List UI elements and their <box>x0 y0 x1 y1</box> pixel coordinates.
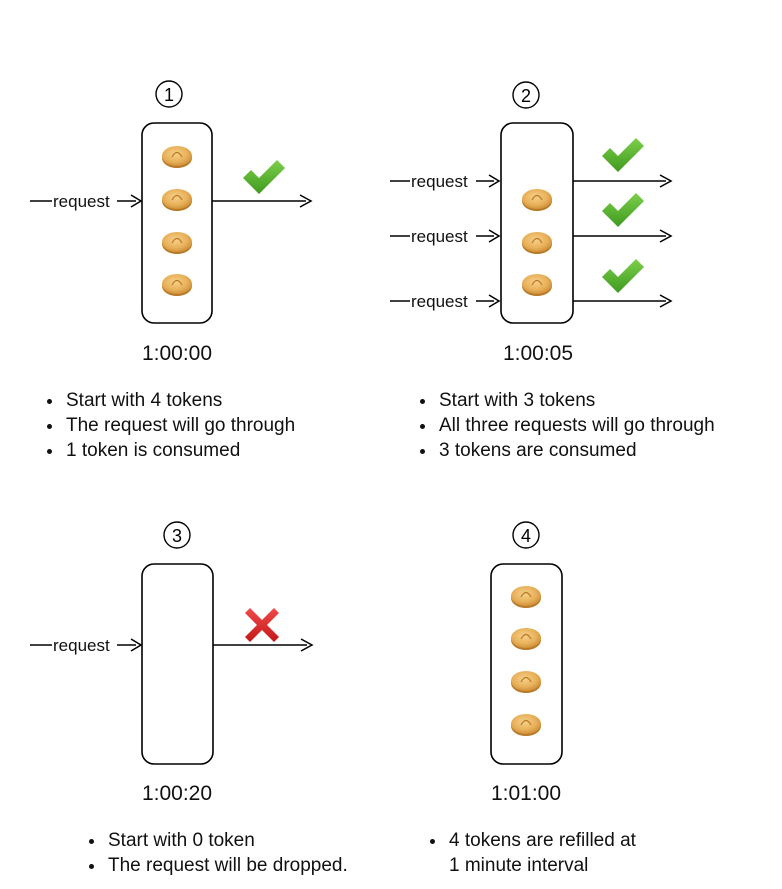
check-icon <box>602 259 644 293</box>
coin-token-icon <box>162 274 192 296</box>
panel-1: 1 request <box>30 80 313 365</box>
note-item: All three requests will go through <box>437 413 715 438</box>
step-badge-2: 2 <box>512 81 540 109</box>
request-label: request <box>53 636 110 655</box>
note-item: The request will be dropped. <box>106 853 348 878</box>
panel-3: 3 request 1:00:20 <box>30 521 314 805</box>
timestamp: 1:01:00 <box>491 782 561 805</box>
coin-token-icon <box>522 232 552 254</box>
note-item: 3 tokens are consumed <box>437 438 715 463</box>
panel-2: 2 request request request <box>390 81 673 365</box>
check-icon <box>243 160 285 194</box>
step-number: 1 <box>164 85 174 105</box>
request-label: request <box>53 192 110 211</box>
coin-token-icon <box>162 189 192 211</box>
step-number: 3 <box>172 526 182 546</box>
timestamp: 1:00:05 <box>503 342 573 365</box>
output-arrow <box>573 174 673 188</box>
coin-token-icon <box>511 714 541 736</box>
note-item: Start with 0 token <box>106 828 348 853</box>
step-badge-4: 4 <box>512 521 540 549</box>
coin-token-icon <box>511 586 541 608</box>
cross-icon <box>245 608 279 642</box>
step-number: 4 <box>521 526 531 546</box>
coin-token-icon <box>511 671 541 693</box>
note-item: Start with 4 tokens <box>64 388 295 413</box>
request-arrow: request <box>390 172 501 191</box>
timestamp: 1:00:00 <box>142 342 212 365</box>
token-stack <box>511 586 541 736</box>
check-icon <box>602 193 644 227</box>
note-item: 4 tokens are refilled at <box>447 828 636 853</box>
request-label: request <box>411 292 468 311</box>
token-bucket <box>141 563 214 765</box>
output-arrow <box>212 194 313 208</box>
output-arrow <box>573 294 673 308</box>
check-icon <box>602 138 644 172</box>
step-badge-3: 3 <box>163 521 191 549</box>
panel-2-notes: Start with 3 tokens All three requests w… <box>413 388 715 463</box>
step-badge-1: 1 <box>155 80 183 108</box>
token-stack <box>522 189 552 296</box>
panel-4-notes: 4 tokens are refilled at 1 minute interv… <box>423 828 636 878</box>
coin-token-icon <box>522 189 552 211</box>
coin-token-icon <box>162 146 192 168</box>
token-stack <box>162 146 192 296</box>
coin-token-icon <box>162 232 192 254</box>
note-item-continuation: 1 minute interval <box>449 855 589 876</box>
timestamp: 1:00:20 <box>142 782 212 805</box>
request-label: request <box>411 172 468 191</box>
token-bucket <box>500 122 574 324</box>
request-arrow: request <box>30 636 143 655</box>
output-arrow <box>213 638 314 652</box>
panel-1-notes: Start with 4 tokens The request will go … <box>40 388 295 463</box>
note-item: 1 token is consumed <box>64 438 295 463</box>
note-item: The request will go through <box>64 413 295 438</box>
request-arrow: request <box>390 292 501 311</box>
coin-token-icon <box>511 628 541 650</box>
request-label: request <box>411 227 468 246</box>
step-number: 2 <box>521 86 531 106</box>
coin-token-icon <box>522 274 552 296</box>
panel-3-notes: Start with 0 token The request will be d… <box>82 828 348 878</box>
output-arrow <box>573 229 673 243</box>
token-bucket <box>141 122 213 324</box>
panel-4: 4 1:01:00 <box>490 521 563 805</box>
request-arrow: request <box>30 192 143 211</box>
note-item: Start with 3 tokens <box>437 388 715 413</box>
token-bucket <box>490 563 563 765</box>
request-arrow: request <box>390 227 501 246</box>
